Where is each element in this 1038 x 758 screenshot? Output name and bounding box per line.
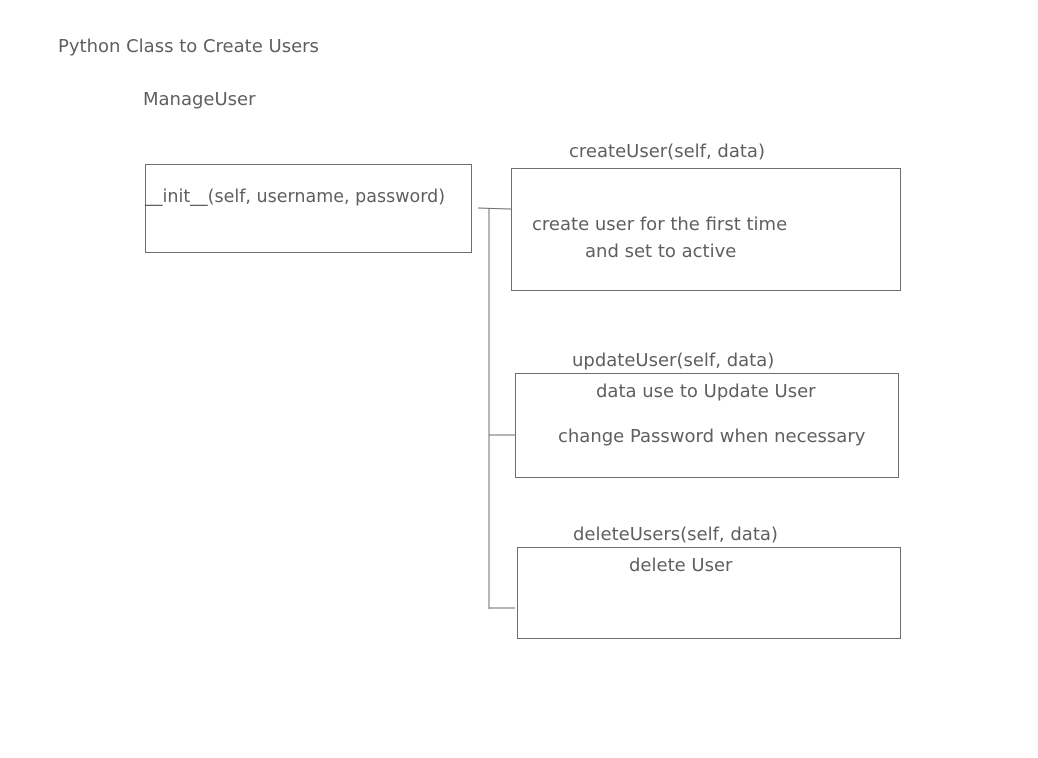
update-user-desc-line-1: data use to Update User	[596, 381, 816, 402]
delete-users-desc-line-1: delete User	[629, 555, 733, 576]
delete-users-signature: deleteUsers(self, data)	[573, 524, 778, 545]
delete-users-box	[517, 547, 901, 639]
diagram-title: Python Class to Create Users	[58, 36, 319, 57]
init-method-label: __init__(self, username, password)	[145, 187, 446, 207]
update-user-desc-line-2: change Password when necessary	[558, 426, 866, 447]
update-user-signature: updateUser(self, data)	[572, 350, 775, 371]
init-method-box	[145, 164, 472, 253]
class-name-label: ManageUser	[143, 89, 256, 110]
create-user-signature: createUser(self, data)	[569, 141, 765, 162]
create-user-desc-line-1: create user for the first time	[532, 214, 788, 235]
connector-init-to-trunk	[477, 207, 512, 210]
update-user-box	[515, 373, 899, 478]
create-user-box	[511, 168, 901, 291]
create-user-desc-line-2: and set to active	[585, 241, 737, 262]
